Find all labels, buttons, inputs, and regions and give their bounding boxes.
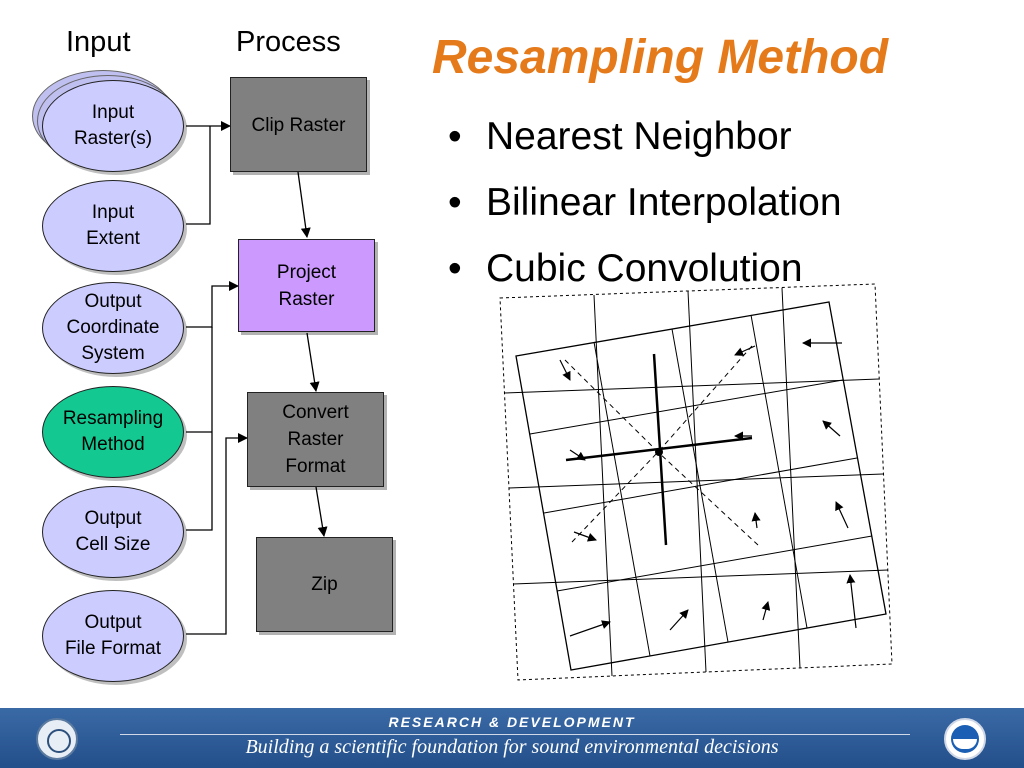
epa-seal-icon: [36, 718, 78, 760]
connector-extent-to-clip: [186, 126, 211, 225]
process-column-header: Process: [236, 26, 341, 58]
bullet-text: Cubic Convolution: [486, 247, 803, 290]
connector-format-to-convert: [186, 433, 248, 635]
resampling-method-node: Resampling Method: [42, 386, 184, 478]
bullet-item: • Cubic Convolution: [448, 244, 842, 310]
footer-tagline: Building a scientific foundation for sou…: [245, 736, 779, 758]
footer-heading: RESEARCH & DEVELOPMENT: [388, 714, 636, 730]
output-cell-size-node: Output Cell Size: [42, 486, 184, 578]
bullet-marker: •: [448, 247, 462, 290]
interpolation-diagonals: [564, 345, 759, 546]
target-point: [655, 448, 663, 456]
bullet-list: • Nearest Neighbor • Bilinear Interpolatio…: [448, 112, 842, 310]
input-rasters-node: Input Raster(s): [42, 80, 184, 172]
flowchart-connectors: [186, 121, 328, 635]
arrow-clip-to-project: [297, 171, 311, 238]
slide-title: Resampling Method: [432, 31, 889, 84]
project-raster-process: Project Raster: [238, 239, 375, 332]
bullet-marker: •: [448, 115, 462, 158]
footer-divider: [120, 734, 910, 735]
output-grid-frame: [515, 301, 887, 671]
bullet-item: • Nearest Neighbor: [448, 112, 842, 178]
clip-raster-process: Clip Raster: [230, 77, 367, 172]
connector-params-to-project: [186, 281, 239, 328]
bullet-marker: •: [448, 181, 462, 224]
noaa-logo-icon: [944, 718, 986, 760]
cell-vector-arrows: [559, 338, 857, 637]
input-column-header: Input: [66, 26, 131, 58]
zip-process: Zip: [256, 537, 393, 632]
connector-cellsize-branch: [186, 327, 213, 531]
footer-band: RESEARCH & DEVELOPMENT Building a scient…: [0, 708, 1024, 768]
convert-raster-format-process: Convert Raster Format: [247, 392, 384, 487]
output-file-format-node: Output File Format: [42, 590, 184, 682]
bullet-item: • Bilinear Interpolation: [448, 178, 842, 244]
output-coordinate-system-node: Output Coordinate System: [42, 282, 184, 374]
arrow-convert-to-zip: [315, 486, 328, 537]
bullet-text: Bilinear Interpolation: [486, 181, 842, 224]
input-extent-node: Input Extent: [42, 180, 184, 272]
resampling-grid-illustration: [499, 283, 893, 681]
output-grid-lines: [529, 314, 873, 657]
bullet-text: Nearest Neighbor: [486, 115, 792, 158]
arrow-project-to-convert: [306, 332, 320, 392]
